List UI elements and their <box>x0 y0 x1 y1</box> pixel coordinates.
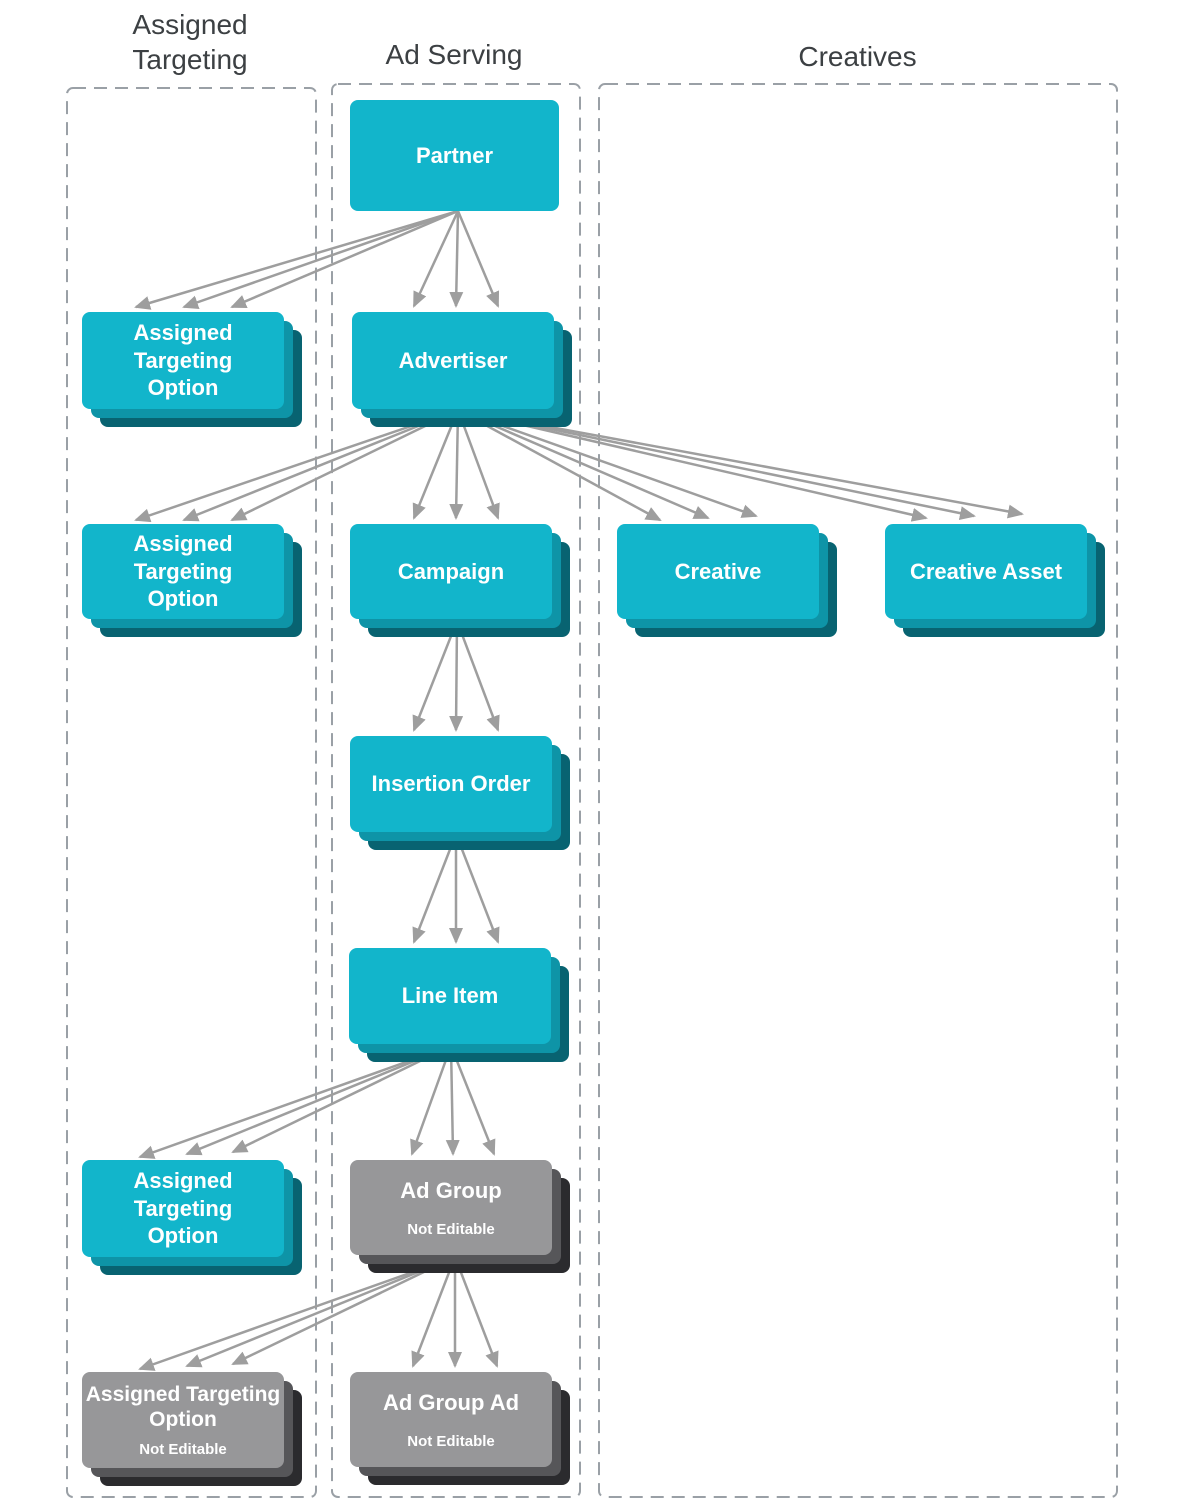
node-face: Ad Group Ad Not Editable <box>350 1372 552 1467</box>
arrow-partner-to-assigned-targeting-option <box>134 209 459 310</box>
node-face: Assigned Targeting Option <box>82 1160 284 1257</box>
node-label: Creative Asset <box>909 558 1063 584</box>
column-title-text: Creatives <box>798 41 917 72</box>
node-label: Line Item <box>401 983 499 1009</box>
node-face: Creative Asset <box>885 524 1087 619</box>
node-label: Campaign <box>397 558 505 584</box>
node-assigned-targeting-option-ad-group: Assigned Targeting Option Not Editable <box>82 1372 302 1486</box>
node-label: Assigned Targeting Option <box>133 1168 233 1249</box>
node-creative-asset: Creative Asset <box>885 524 1105 637</box>
arrow-campaign-to-insertion-order <box>412 620 500 732</box>
node-advertiser: Advertiser <box>352 312 572 427</box>
arrow-line-item-to-assigned-targeting-option <box>138 1044 452 1159</box>
column-title-ad-serving: Ad Serving <box>330 38 578 73</box>
node-sublabel-not-editable: Not Editable <box>407 1432 495 1450</box>
arrow-advertiser-to-creative-asset <box>457 408 1024 522</box>
node-label: Insertion Order <box>371 771 531 797</box>
column-frame-ad-serving <box>331 83 581 1498</box>
node-label: Ad Group <box>400 1178 502 1204</box>
node-assigned-targeting-option-advertiser: Assigned Targeting Option <box>82 524 302 637</box>
column-frame-assigned-targeting <box>66 87 317 1498</box>
node-label: Creative <box>674 558 762 584</box>
node-label: Assigned Targeting Option <box>85 1382 281 1431</box>
node-label: Ad Group Ad <box>382 1390 520 1416</box>
node-face: Assigned Targeting Option Not Editable <box>82 1372 284 1468</box>
node-campaign: Campaign <box>350 524 570 637</box>
node-label: Assigned Targeting Option <box>133 320 233 401</box>
node-face: Insertion Order <box>350 736 552 832</box>
node-sublabel-not-editable: Not Editable <box>139 1441 227 1459</box>
node-face: Assigned Targeting Option <box>82 312 284 409</box>
column-title-creatives: Creatives <box>598 40 1117 75</box>
node-ad-group: Ad Group Not Editable <box>350 1160 570 1273</box>
node-line-item: Line Item <box>349 948 569 1062</box>
node-label: Partner <box>415 142 494 168</box>
node-face: Advertiser <box>352 312 554 409</box>
column-title-text: Assigned Targeting <box>132 9 248 75</box>
node-face: Assigned Targeting Option <box>82 524 284 619</box>
node-insertion-order: Insertion Order <box>350 736 570 850</box>
node-assigned-targeting-option-line-item: Assigned Targeting Option <box>82 1160 302 1275</box>
arrow-partner-to-advertiser <box>412 210 500 308</box>
column-title-text: Ad Serving <box>385 39 523 70</box>
column-title-assigned-targeting: Assigned Targeting <box>66 8 314 77</box>
node-sublabel-not-editable: Not Editable <box>407 1220 495 1238</box>
arrow-line-item-to-ad-group <box>410 1045 496 1156</box>
node-label: Advertiser <box>398 347 508 373</box>
arrow-ad-group-to-assigned-targeting-option <box>138 1255 456 1371</box>
arrow-advertiser-to-creative <box>457 408 758 522</box>
arrow-insertion-order-to-line-item <box>412 833 500 944</box>
column-frame-creatives <box>598 83 1118 1498</box>
node-creative: Creative <box>617 524 837 637</box>
node-partner: Partner <box>350 100 559 211</box>
arrow-ad-group-to-ad-group-ad <box>411 1256 499 1368</box>
node-face: Line Item <box>349 948 551 1044</box>
node-face: Campaign <box>350 524 552 619</box>
node-ad-group-ad: Ad Group Ad Not Editable <box>350 1372 570 1485</box>
node-face: Creative <box>617 524 819 619</box>
arrow-advertiser-to-assigned-targeting-option <box>134 408 459 523</box>
node-face: Partner <box>350 100 559 211</box>
node-face: Ad Group Not Editable <box>350 1160 552 1255</box>
node-label: Assigned Targeting Option <box>133 531 233 612</box>
node-assigned-targeting-option-partner: Assigned Targeting Option <box>82 312 302 427</box>
arrow-advertiser-to-campaign <box>412 409 500 520</box>
